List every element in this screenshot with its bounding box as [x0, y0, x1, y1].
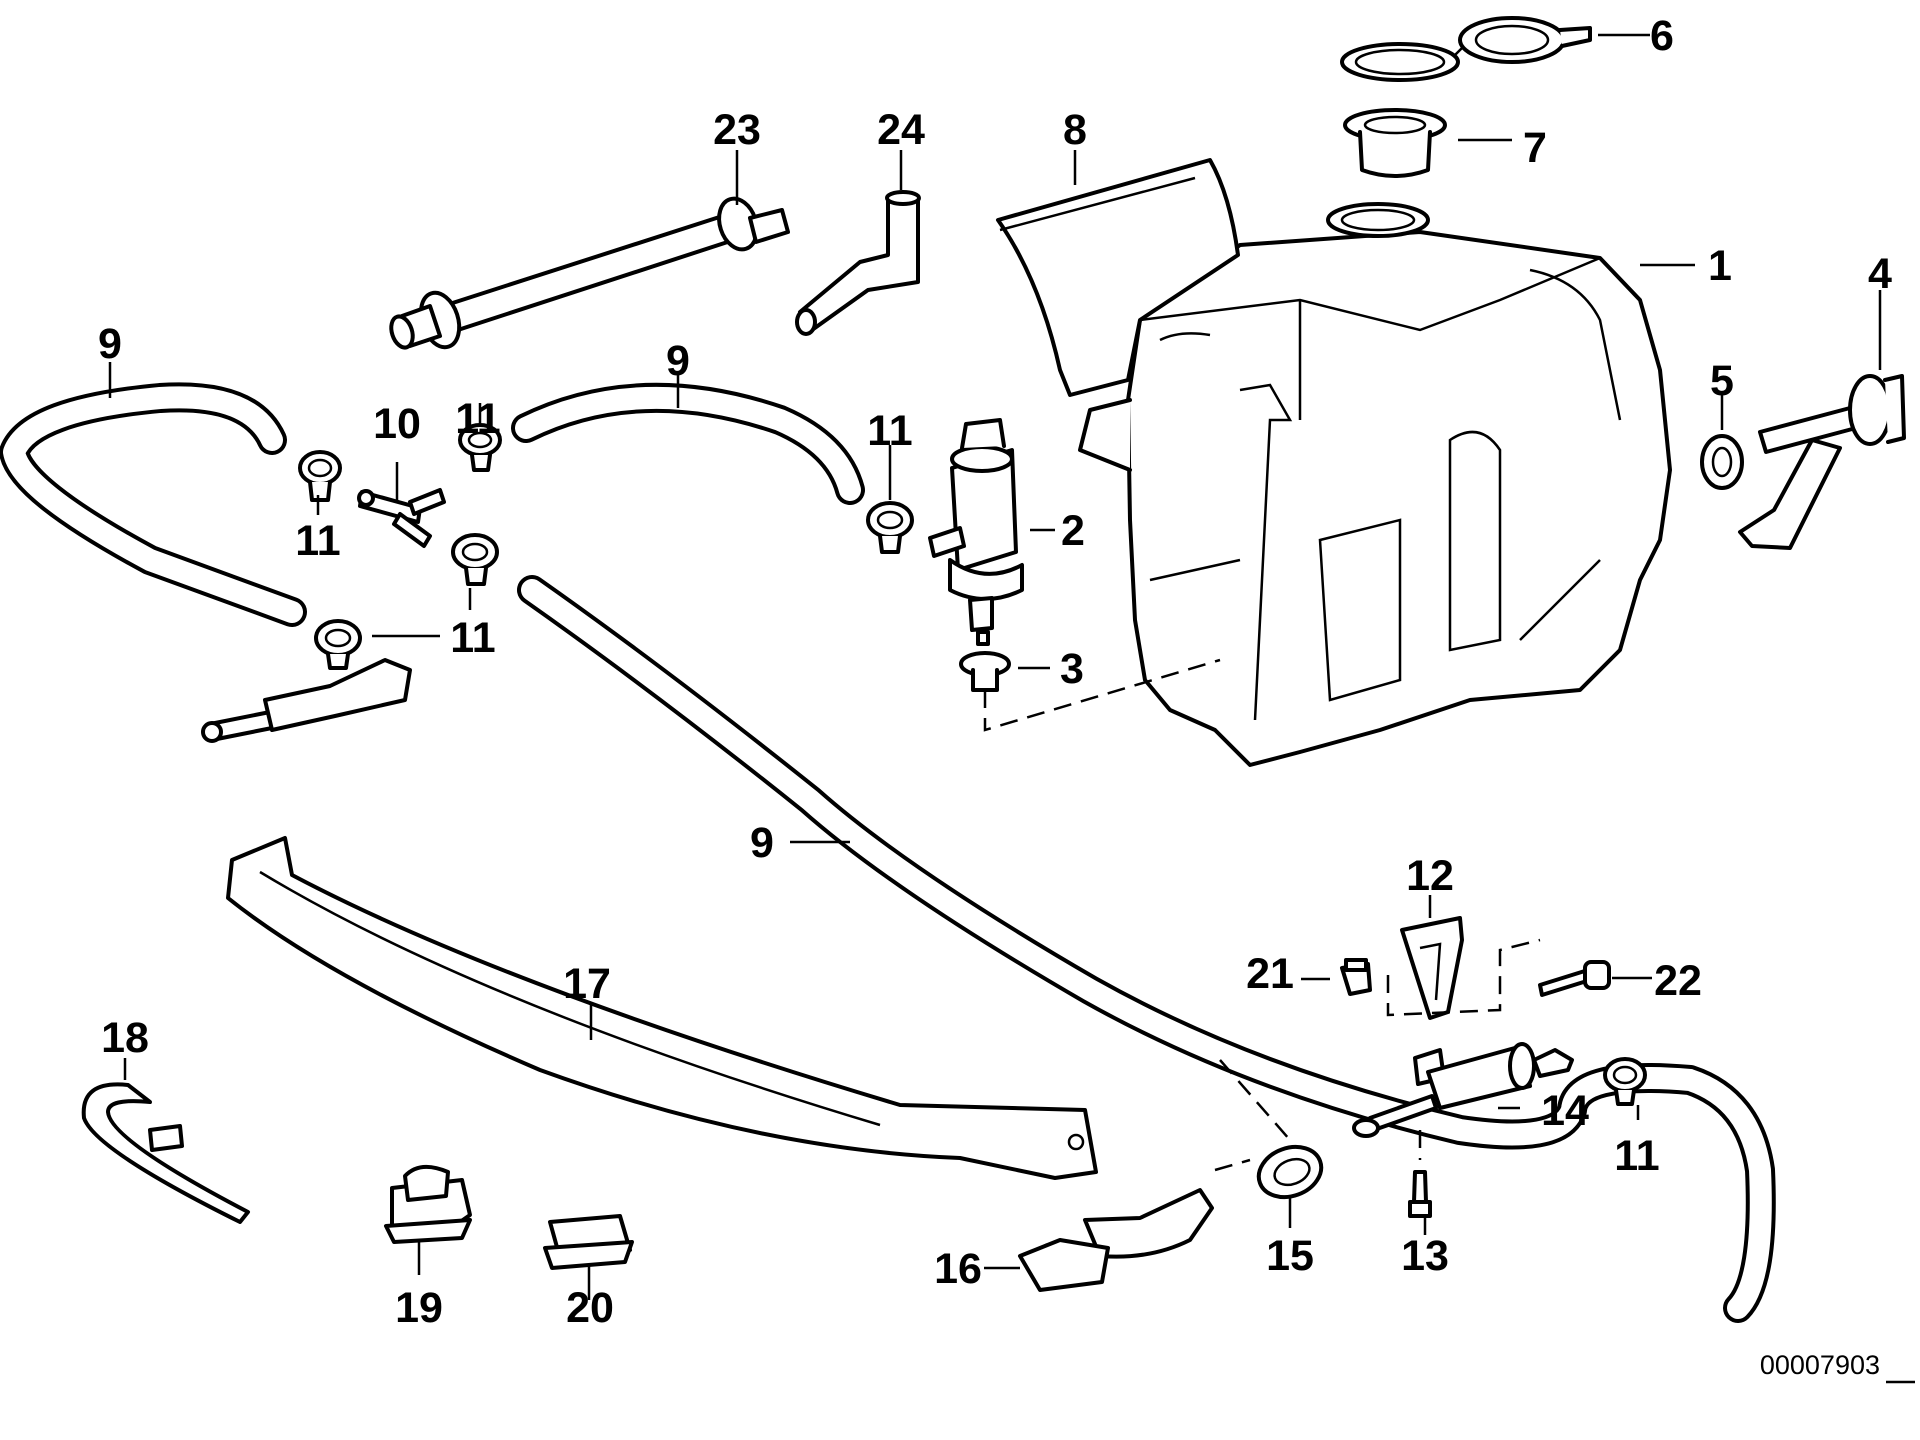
callout-16: 16	[934, 1245, 982, 1293]
callout-18: 18	[101, 1014, 149, 1062]
hose-clamp-1	[298, 450, 342, 502]
long-bracket-part	[226, 836, 1098, 1180]
hose-clamp-3	[451, 533, 499, 586]
callout-1: 1	[1708, 242, 1732, 290]
callout-9-long: 9	[750, 819, 774, 867]
callout-9-middle: 9	[666, 337, 690, 385]
hose-end-connector	[201, 658, 412, 743]
callout-12: 12	[1406, 852, 1454, 900]
callout-7: 7	[1523, 124, 1547, 172]
callout-14: 14	[1541, 1087, 1589, 1135]
hose-clamp-5	[314, 619, 362, 670]
diagram-reference-number: 00007903	[1760, 1350, 1880, 1380]
screw-part	[1538, 960, 1611, 997]
callout-9-left: 9	[98, 320, 122, 368]
clamp-ring-part	[1256, 1144, 1324, 1200]
connecting-pipe-part	[389, 196, 790, 350]
hose-9-long	[517, 575, 1776, 1323]
callout-10: 10	[373, 400, 421, 448]
callout-17: 17	[563, 960, 611, 1008]
clip-20-part	[543, 1214, 634, 1270]
callout-11-top-mid: 11	[455, 395, 500, 443]
callout-13: 13	[1401, 1232, 1449, 1280]
clip-19-part	[384, 1164, 472, 1244]
callout-6: 6	[1650, 12, 1674, 60]
washer-pump-part	[928, 418, 1024, 646]
callout-22: 22	[1654, 957, 1702, 1005]
bolt-part	[1408, 1170, 1432, 1218]
elbow-connector-part	[795, 190, 921, 336]
filler-insert-part	[1343, 108, 1447, 178]
hose-clamp-4	[866, 501, 914, 554]
pump-bracket-part	[1400, 916, 1464, 1086]
callout-11-rear: 11	[1614, 1132, 1659, 1180]
callout-20: 20	[566, 1284, 614, 1332]
washer-reservoir-part	[1078, 202, 1672, 767]
hose-clamp-6	[1603, 1057, 1647, 1106]
assembly-lines	[983, 658, 1541, 1172]
level-sensor-grommet-part	[1700, 434, 1744, 490]
reservoir-cover-part	[996, 158, 1240, 397]
cable-tie-part	[81, 1082, 250, 1224]
callout-labels: 1 2 3 4 5 6 7 8 9 9 9 10 11 11 11 11 11 …	[98, 12, 1892, 1332]
callout-19: 19	[395, 1284, 443, 1332]
callout-3: 3	[1060, 645, 1084, 693]
callout-23: 23	[713, 106, 761, 154]
callout-21: 21	[1246, 950, 1294, 998]
callout-24: 24	[877, 106, 925, 154]
leader-lines	[108, 33, 1882, 1300]
washer-nozzle-part	[1018, 1188, 1214, 1292]
clip-nut-part	[1340, 958, 1372, 996]
callout-2: 2	[1061, 507, 1085, 555]
filler-cap-seal-part	[1340, 16, 1592, 82]
callout-11-left: 11	[295, 517, 340, 565]
callout-15: 15	[1266, 1232, 1314, 1280]
washer-hoses	[0, 382, 1776, 1323]
rear-washer-pump-part	[1352, 1042, 1574, 1138]
callout-11-lower: 11	[450, 614, 495, 662]
hose-clamps	[298, 423, 1647, 1106]
pump-grommet-part	[959, 651, 1011, 692]
callout-8: 8	[1063, 106, 1087, 154]
callout-5: 5	[1710, 357, 1734, 405]
level-sensor-part	[1738, 374, 1906, 550]
t-connector-part	[357, 488, 446, 548]
callout-4: 4	[1868, 250, 1892, 298]
callout-11-pump: 11	[867, 407, 912, 455]
